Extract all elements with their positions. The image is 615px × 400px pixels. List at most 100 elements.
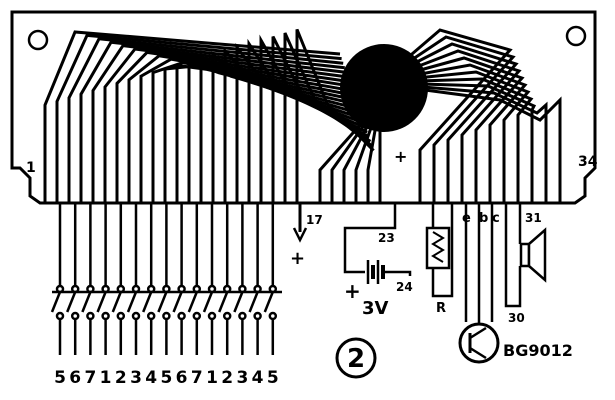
- switch-lever: [172, 291, 183, 313]
- switch-lever: [111, 291, 122, 313]
- switch-contact-bottom: [146, 311, 156, 321]
- key-label: 4: [252, 368, 264, 388]
- switch-contact-bottom: [222, 311, 232, 321]
- switch-contact-bottom: [131, 311, 141, 321]
- key-label: 7: [191, 368, 203, 388]
- key-label: 4: [145, 368, 157, 388]
- pin-label-right: 34: [578, 154, 598, 170]
- key-label: 7: [84, 368, 96, 388]
- key-label: 3: [130, 368, 142, 388]
- trace-right: [414, 63, 528, 203]
- switch-lever: [202, 291, 214, 313]
- transistor-body: [458, 322, 500, 364]
- switch-contact-bottom: [86, 311, 95, 321]
- trace-right: [412, 56, 525, 203]
- speaker-cone: [527, 227, 547, 283]
- switch-contact-bottom: [101, 311, 110, 321]
- trace-left: [175, 63, 358, 203]
- switch-contact-bottom: [162, 311, 171, 321]
- key-label: 5: [54, 368, 66, 388]
- figure-number-circle: [335, 337, 377, 379]
- key-label: 2: [221, 368, 233, 388]
- switch-lever: [66, 291, 77, 313]
- transistor-pin-c: c: [492, 211, 500, 226]
- switch-contact-bottom: [268, 311, 278, 321]
- key-label: 6: [69, 368, 81, 388]
- transistor-emitter: [469, 326, 487, 340]
- key-label: 3: [236, 368, 248, 388]
- trace-left: [43, 30, 341, 203]
- switch-contact-bottom: [192, 311, 202, 321]
- mounting-hole-right: [565, 25, 587, 47]
- transistor-model-label: BG9012: [503, 341, 573, 360]
- trace-mid: [366, 124, 378, 203]
- key-label: 6: [176, 368, 188, 388]
- switch-lever: [157, 291, 168, 313]
- switch-contact-bottom: [238, 311, 247, 321]
- switch-lever: [142, 291, 153, 313]
- trace-left: [283, 32, 373, 203]
- trace-right: [408, 42, 519, 203]
- switch-contact-bottom: [253, 311, 262, 321]
- transistor-leads: [464, 203, 494, 326]
- terminal-23-label: 23: [378, 231, 395, 245]
- switch-lever: [248, 291, 259, 313]
- transistor-pin-b: b: [479, 211, 488, 226]
- key-label: 1: [206, 368, 218, 388]
- key-label: 2: [115, 368, 127, 388]
- trace-right: [406, 35, 516, 203]
- terminal-24-label: 24: [396, 280, 413, 294]
- trace-right: [424, 88, 562, 203]
- switch-lever: [187, 291, 198, 313]
- battery-voltage-label: 3V: [362, 298, 389, 319]
- terminal-17-arrow: [292, 227, 308, 243]
- switch-contact-bottom: [55, 311, 65, 321]
- terminal-30-label: 30: [508, 311, 525, 325]
- switch-contact-bottom: [116, 311, 126, 321]
- resistor-body: [425, 226, 451, 270]
- switch-contact-bottom: [207, 311, 217, 321]
- pcb-traces: [43, 28, 562, 203]
- resistor-pattern: [431, 231, 445, 263]
- key-label: 5: [267, 368, 279, 388]
- board-plus-label: +: [394, 147, 407, 166]
- trace-mid: [354, 124, 374, 203]
- switch-contact-bottom: [70, 311, 80, 321]
- trace-right: [420, 82, 537, 203]
- trace-left: [91, 44, 347, 203]
- trace-left: [103, 47, 349, 203]
- pin-label-left: 1: [26, 160, 36, 176]
- key-label: 5: [160, 368, 172, 388]
- switch-lever: [96, 291, 107, 313]
- trace-mid: [318, 124, 362, 203]
- switch-lever: [218, 291, 229, 313]
- switch-lever: [233, 291, 244, 313]
- transistor-pin-e: e: [462, 211, 471, 226]
- switch-lever: [263, 291, 274, 313]
- terminal-17-plus: +: [290, 248, 305, 269]
- trace-right: [404, 28, 513, 203]
- speaker-wiring: [504, 203, 522, 308]
- key-label: 1: [100, 368, 112, 388]
- terminal-31-label: 31: [525, 211, 542, 225]
- switch-lever: [81, 291, 92, 313]
- resistor-label: R: [436, 301, 446, 316]
- switch-lever: [50, 291, 62, 313]
- trace-mid: [330, 124, 366, 203]
- trace-right: [422, 85, 548, 203]
- mounting-hole-left: [27, 29, 49, 51]
- switch-contact-bottom: [177, 311, 186, 321]
- figure-number-label: 2: [347, 344, 365, 374]
- trace-left: [295, 28, 375, 203]
- ic-chip: [340, 44, 428, 132]
- resistor-wiring: [431, 203, 454, 298]
- key-switch-array: [50, 203, 278, 355]
- pcb-outline: [10, 10, 597, 205]
- trace-left: [67, 37, 344, 203]
- battery-wiring: [343, 203, 412, 276]
- trace-right: [418, 77, 534, 203]
- trace-right: [416, 70, 531, 203]
- trace-right: [410, 49, 522, 203]
